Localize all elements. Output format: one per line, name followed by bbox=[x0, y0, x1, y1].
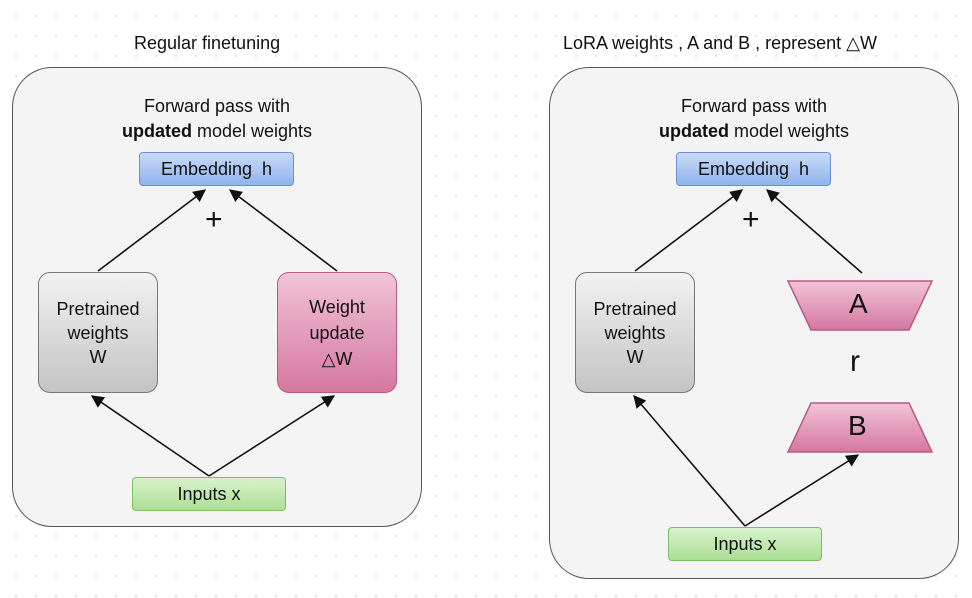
right-plus-sign: + bbox=[742, 203, 760, 236]
left-caption-line2: updated model weights bbox=[77, 119, 357, 144]
right-arrow-pretrained-to-embedding bbox=[634, 189, 744, 272]
right-caption-line2: updated model weights bbox=[614, 119, 894, 144]
matrix-a-trapezoid bbox=[786, 280, 934, 331]
left-diagram-title: Regular finetuning bbox=[134, 33, 281, 53]
right-caption-line1: Forward pass with bbox=[680, 96, 828, 116]
left-plus-sign: + bbox=[205, 203, 223, 236]
left-weight-update-line3: △W bbox=[321, 348, 353, 369]
left-pretrained-line3: W bbox=[89, 346, 107, 367]
left-weight-update-line1: Weight bbox=[309, 296, 365, 317]
left-pretrained-weights-box: Pretrained weights W bbox=[38, 272, 158, 393]
left-embedding-label: Embedding h bbox=[160, 158, 273, 179]
right-caption-rest: model weights bbox=[728, 121, 850, 141]
right-caption-bold: updated bbox=[658, 121, 729, 141]
left-embedding-box: Embedding h bbox=[139, 152, 294, 186]
left-pretrained-line1: Pretrained bbox=[56, 298, 140, 319]
right-inputs-label: Inputs x bbox=[713, 533, 777, 554]
matrix-b-trapezoid bbox=[786, 402, 934, 453]
right-embedding-label: Embedding h bbox=[697, 158, 810, 179]
right-pretrained-weights-box: Pretrained weights W bbox=[575, 272, 695, 393]
left-weight-update-line2: update bbox=[309, 322, 365, 343]
right-arrow-a-to-embedding bbox=[766, 189, 863, 274]
right-arrow-inputs-to-pretrained bbox=[633, 395, 746, 527]
left-caption-bold: updated bbox=[121, 121, 192, 141]
matrix-a-label: A bbox=[849, 288, 868, 319]
left-inputs-box: Inputs x bbox=[132, 477, 286, 511]
left-arrow-inputs-to-pretrained bbox=[90, 395, 210, 477]
right-arrow-inputs-to-b bbox=[744, 454, 860, 527]
left-arrow-update-to-embedding bbox=[228, 189, 338, 272]
left-inputs-label: Inputs x bbox=[177, 483, 241, 504]
right-pretrained-line2: weights bbox=[604, 322, 666, 343]
left-caption-line1: Forward pass with bbox=[143, 96, 291, 116]
left-caption: Forward pass with updated model weights bbox=[77, 94, 357, 144]
right-caption: Forward pass with updated model weights bbox=[614, 94, 894, 144]
left-caption-rest: model weights bbox=[191, 121, 313, 141]
rank-label: r bbox=[850, 345, 860, 378]
right-diagram-title: LoRA weights , A and B , represent △W bbox=[563, 33, 878, 53]
matrix-b-label: B bbox=[848, 410, 867, 441]
left-pretrained-line2: weights bbox=[67, 322, 129, 343]
right-embedding-box: Embedding h bbox=[676, 152, 831, 186]
left-arrow-pretrained-to-embedding bbox=[97, 189, 207, 272]
right-pretrained-line1: Pretrained bbox=[593, 298, 677, 319]
right-inputs-box: Inputs x bbox=[668, 527, 822, 561]
left-weight-update-box: Weight update △W bbox=[277, 272, 397, 393]
left-arrow-inputs-to-update bbox=[208, 395, 336, 477]
right-pretrained-line3: W bbox=[626, 346, 644, 367]
